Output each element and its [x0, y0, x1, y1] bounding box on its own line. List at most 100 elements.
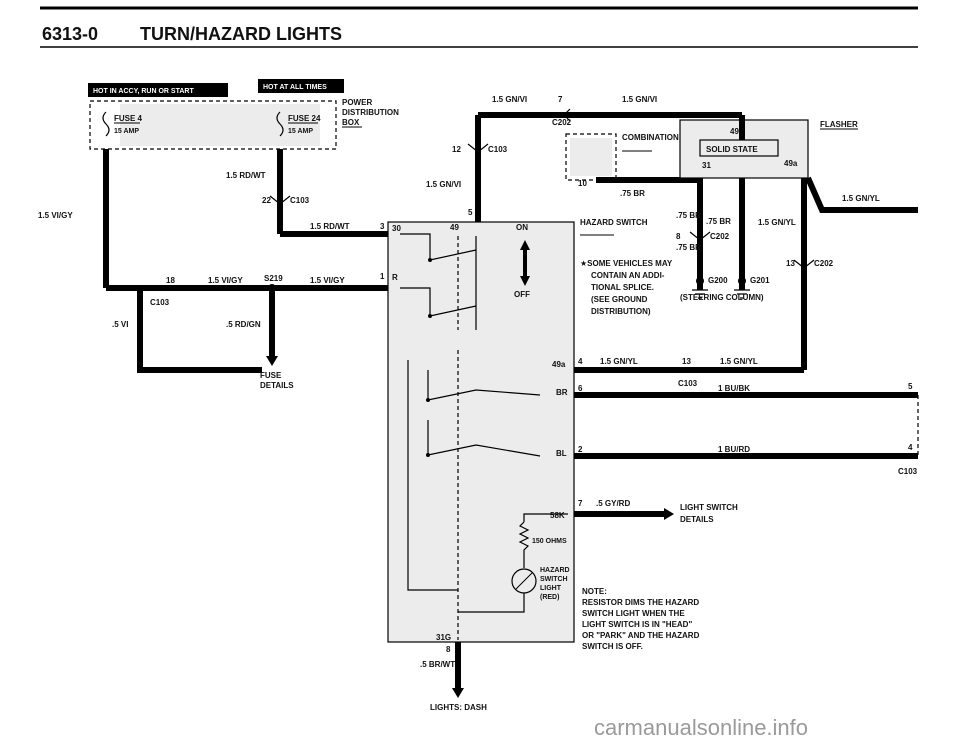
- connector-c202-top-label: C202: [552, 118, 572, 127]
- hazard-switch-shade: [388, 222, 574, 642]
- fuse-4-name: FUSE 4: [114, 114, 143, 123]
- connector-c202-top-symbol: [563, 108, 571, 122]
- wire-label-br-1: .75 BR: [620, 189, 645, 198]
- pin-8-bottom: 8: [446, 645, 451, 654]
- pin-18: 18: [166, 276, 175, 285]
- wire-label-gy-rd: .5 GY/RD: [596, 499, 630, 508]
- wire-label-gn-yl-bus-left: 1.5 GN/YL: [600, 357, 638, 366]
- pin-r: R: [392, 273, 398, 282]
- connector-c103-mid-symbol: [467, 143, 489, 153]
- hazard-term-br: BR: [556, 388, 568, 397]
- connector-c103-left-label: C103: [150, 298, 170, 307]
- hazard-on-arrow: [520, 240, 530, 262]
- power-banner-accy-text: HOT IN ACCY, RUN OR START: [93, 88, 194, 95]
- wire-label-br-3: .75 BR: [706, 217, 731, 226]
- connector-c202-right-symbol: [793, 259, 815, 269]
- hazard-term-49a: 49a: [552, 360, 566, 369]
- pin-3: 3: [380, 222, 385, 231]
- flasher-term-31: 31: [702, 161, 711, 170]
- wire-label-rd-wt-upper: 1.5 RD/WT: [226, 171, 266, 180]
- power-banner-always-text: HOT AT ALL TIMES: [263, 84, 327, 91]
- flasher-solid-state-label: SOLID STATE: [706, 145, 758, 154]
- light-switch-details-1: LIGHT SWITCH: [680, 503, 738, 512]
- wire-label-bu-bk: 1 BU/BK: [718, 384, 750, 393]
- combination-switch-shade: [570, 138, 612, 176]
- section-number: 6313-0: [42, 24, 98, 44]
- fuse-24-rating: 15 AMP: [288, 128, 313, 135]
- wire-label-br-wt: .5 BR/WT: [420, 660, 455, 669]
- wire-label-gn-yl-right: 1.5 GN/YL: [842, 194, 880, 203]
- connector-c103-bus-label: C103: [678, 379, 698, 388]
- pin-13-c202: 13: [786, 259, 795, 268]
- wire-label-rd-wt-lower: 1.5 RD/WT: [310, 222, 350, 231]
- hazard-on-label: ON: [516, 223, 528, 232]
- distribution-box-label-1: POWER: [342, 98, 372, 107]
- pin-12: 12: [452, 145, 461, 154]
- wire-label-vi-gy-mid: 1.5 VI/GY: [208, 276, 243, 285]
- fuse-details-arrow: [266, 356, 278, 366]
- pin-7-top: 7: [558, 95, 563, 104]
- flasher-term-49a: 49a: [784, 159, 798, 168]
- pin-2: 2: [578, 445, 583, 454]
- lights-dash-arrow: [452, 688, 464, 698]
- hazard-lamp-label-2: SWITCH: [540, 576, 568, 583]
- resistor-symbol: [518, 521, 530, 568]
- power-banner-accy: [88, 83, 228, 97]
- fuse-details-line-2: DETAILS: [260, 381, 294, 390]
- hazard-term-58k: 58K: [550, 511, 565, 520]
- wire-label-gn-vi-top-left: 1.5 GN/VI: [492, 95, 527, 104]
- hazard-contact-dot-1: [428, 258, 432, 262]
- flasher-label: FLASHER: [820, 120, 858, 129]
- power-banner-always: [258, 79, 344, 93]
- hazard-off-arrow: [520, 262, 530, 286]
- note-line-3: SWITCH LIGHT WHEN THE: [582, 609, 685, 618]
- page-title: TURN/HAZARD LIGHTS: [140, 24, 342, 44]
- distribution-box-shade: [120, 104, 320, 146]
- distribution-box-label-3: BOX: [342, 118, 360, 127]
- distribution-box-label-2: DISTRIBUTION: [342, 108, 399, 117]
- ground-note-line-3: TIONAL SPLICE.: [591, 283, 654, 292]
- wire-label-vi-gy-left: 1.5 VI/GY: [38, 211, 73, 220]
- watermark: carmanualsonline.info: [594, 715, 808, 740]
- ground-g201-label: G201: [750, 276, 770, 285]
- hazard-term-bl: BL: [556, 449, 567, 458]
- ground-note-line-5: DISTRIBUTION): [591, 307, 651, 316]
- ground-g200-symbol: [692, 289, 708, 299]
- hazard-switch-label: HAZARD SWITCH: [580, 218, 648, 227]
- pin-4-bus: 4: [578, 357, 583, 366]
- pin-6: 6: [578, 384, 583, 393]
- wire-label-br-2: .75 BR: [676, 211, 701, 220]
- pin-10: 10: [578, 179, 587, 188]
- pin-5-top: 5: [468, 208, 473, 217]
- wire-label-br-4: .75 BR: [676, 243, 701, 252]
- resistor-label: 150 OHMS: [532, 538, 567, 545]
- wire-gn-yl-right: [805, 176, 918, 213]
- connector-c103-top-label: C103: [290, 196, 310, 205]
- wire-label-vi-small: .5 VI: [112, 320, 128, 329]
- splice-s219-label: S219: [264, 274, 283, 283]
- hazard-lamp-ground: [458, 593, 525, 613]
- steering-column-label: (STEERING COLUMN): [680, 293, 764, 302]
- fuse-24-symbol: [276, 111, 284, 137]
- connector-c202-mid-label: C202: [710, 232, 730, 241]
- connector-c103-mid-label: C103: [488, 145, 508, 154]
- combination-switch-label: COMBINATION SWITCH: [622, 133, 713, 142]
- fuse-4-symbol: [102, 111, 110, 137]
- ground-g200-label: G200: [708, 276, 728, 285]
- pin-5-right: 5: [908, 382, 913, 391]
- fuse-details-line-1: FUSE: [260, 371, 282, 380]
- wire-vi-small: [137, 288, 262, 373]
- wire-label-vi-gy-right: 1.5 VI/GY: [310, 276, 345, 285]
- hazard-lamp-feed: [523, 513, 568, 522]
- ground-g201-dot: [738, 277, 746, 285]
- note-line-2: RESISTOR DIMS THE HAZARD: [582, 598, 699, 607]
- wire-label-gn-vi-top-right: 1.5 GN/VI: [622, 95, 657, 104]
- ground-note-line-4: (SEE GROUND: [591, 295, 648, 304]
- connector-c103-top-symbol: [269, 195, 291, 205]
- note-line-6: SWITCH IS OFF.: [582, 642, 643, 651]
- flasher-term-49: 49: [730, 127, 739, 136]
- fuse-4-rating: 15 AMP: [114, 128, 139, 135]
- connector-c103-right-label: C103: [898, 467, 918, 476]
- pin-30: 30: [392, 224, 401, 233]
